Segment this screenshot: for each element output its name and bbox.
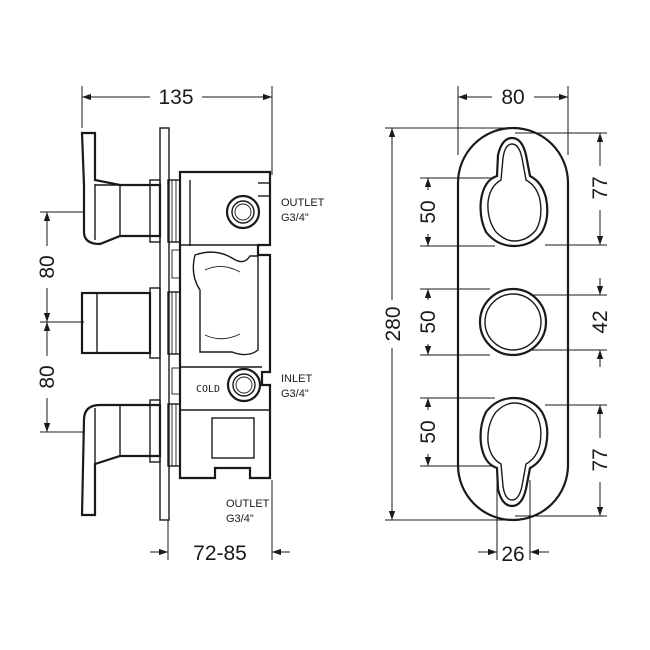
handle-spacing-bottom-label: 80	[36, 365, 59, 388]
plate-width-label: 80	[501, 86, 524, 109]
front-top-handle	[479, 136, 549, 248]
outlet-block	[211, 417, 255, 459]
inlet-port	[226, 367, 262, 403]
side-view: 135	[36, 84, 325, 565]
outlet-top-size: G3/4"	[281, 212, 309, 224]
bottom-lever-handle	[80, 399, 162, 517]
dimension-handle-spacing: 80 80	[36, 211, 84, 433]
handle-bottom-dia-label: 50	[417, 420, 440, 443]
dimension-right-spans: 77 42 77	[515, 132, 614, 517]
handle-mid-dia-label: 50	[417, 310, 440, 333]
outlet-top-port	[225, 194, 261, 230]
plate-height-label: 280	[382, 306, 405, 341]
dimension-overall-width: 135	[81, 84, 273, 175]
dimension-plate-width: 80	[457, 84, 569, 155]
dimension-bottom-spacing: 26	[478, 480, 549, 566]
spindle-collars	[167, 179, 181, 467]
valve-body	[178, 170, 272, 480]
bottom-span-label: 77	[589, 448, 612, 471]
dimension-depth: 72-85	[150, 480, 290, 565]
outlet-bottom-size: G3/4"	[226, 513, 254, 525]
mid-span-label: 42	[589, 310, 612, 333]
overall-width-label: 135	[158, 86, 193, 109]
depth-range-label: 72-85	[193, 542, 247, 565]
handle-top-dia-label: 50	[417, 200, 440, 223]
bottom-spacing-label: 26	[501, 543, 524, 566]
top-span-label: 77	[589, 176, 612, 199]
inlet-size: G3/4"	[281, 388, 309, 400]
inlet-label: INLET	[281, 373, 312, 385]
handle-spacing-top-label: 80	[36, 255, 59, 278]
cold-label: COLD	[196, 384, 220, 395]
cover-plate	[456, 126, 570, 522]
front-bottom-handle	[479, 396, 549, 508]
dimension-plate-height: 280	[380, 127, 510, 521]
outlet-top-label: OUTLET	[281, 197, 325, 209]
top-lever-handle	[80, 131, 162, 246]
front-middle-knob	[478, 287, 548, 357]
middle-knob-handle	[80, 287, 161, 359]
outlet-bottom-label: OUTLET	[226, 498, 270, 510]
dimension-handle-diameters: 50 50 50	[416, 177, 495, 467]
internal-cartridge	[192, 251, 259, 356]
front-view: 80 280	[380, 84, 614, 566]
